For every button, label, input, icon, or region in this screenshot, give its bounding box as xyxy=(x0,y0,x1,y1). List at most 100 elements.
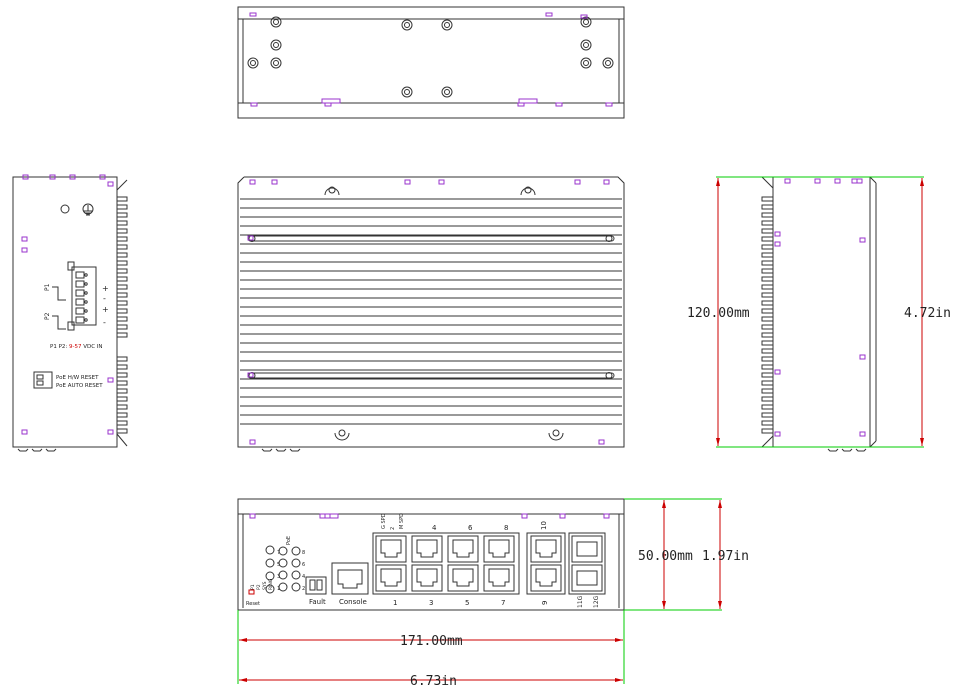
poe-header: PoE xyxy=(286,536,292,545)
cooling-fin xyxy=(116,236,128,242)
rj45-port xyxy=(483,535,515,563)
port-number: 2 xyxy=(390,527,396,530)
cooling-fin xyxy=(761,324,774,330)
cooling-fin xyxy=(116,388,128,394)
terminal-plus-1: + xyxy=(102,284,109,293)
cooling-fin xyxy=(116,412,128,418)
cooling-fin xyxy=(761,220,774,226)
led-number: 4 xyxy=(302,574,305,580)
cooling-fin xyxy=(761,300,774,306)
screw-hole xyxy=(270,57,282,69)
cooling-fin xyxy=(116,196,128,202)
cooling-fin xyxy=(116,404,128,410)
cooling-fin xyxy=(761,244,774,250)
mount-mark xyxy=(545,12,553,17)
mount-mark xyxy=(69,174,76,180)
width-in-label: 6.73in xyxy=(410,674,457,689)
screw-hole xyxy=(580,39,592,51)
mount-mark xyxy=(814,178,821,184)
width-mm-label: 171.00mm xyxy=(400,634,463,649)
rj45-port-jack xyxy=(416,539,438,558)
m-spd-label: M SPD xyxy=(399,513,405,529)
screw-hole xyxy=(401,86,413,98)
terminal-dot xyxy=(84,318,88,322)
terminal-dot xyxy=(84,273,88,277)
screw-hole-inner xyxy=(273,19,279,25)
screw-hole xyxy=(270,39,282,51)
cooling-fin xyxy=(761,380,774,386)
screw-hole-inner xyxy=(404,22,410,28)
rj45-port xyxy=(375,535,407,563)
mount-mark xyxy=(521,513,528,519)
led-label: SYS xyxy=(262,581,268,590)
port-number: 7 xyxy=(501,599,505,607)
cooling-fin xyxy=(761,404,774,410)
rj45-port-jack xyxy=(380,568,402,587)
led-number: 6 xyxy=(302,562,305,568)
led-number: 5 xyxy=(277,562,280,568)
mount-mark xyxy=(603,513,610,519)
cooling-fin xyxy=(761,316,774,322)
led-label: RING xyxy=(268,578,274,590)
cooling-fin xyxy=(116,316,128,322)
port-number: 4 xyxy=(432,524,437,532)
console-label: Console xyxy=(339,598,367,606)
cooling-fin xyxy=(761,412,774,418)
front-panel-view xyxy=(237,498,625,611)
terminal-pin xyxy=(75,307,85,315)
screw-hole-inner xyxy=(444,22,450,28)
mount-mark xyxy=(774,369,781,375)
status-led xyxy=(265,584,275,594)
cooling-fin xyxy=(761,252,774,258)
rj45-port-jack xyxy=(416,568,438,587)
mount-mark xyxy=(249,513,256,519)
uplink-port xyxy=(530,564,562,592)
mount-mark xyxy=(784,178,791,184)
cooling-fin xyxy=(116,420,128,426)
mount-mark xyxy=(324,513,331,519)
cooling-fin xyxy=(116,364,128,370)
mount-mark xyxy=(834,178,841,184)
mount-mark xyxy=(247,372,254,378)
poe-led xyxy=(278,546,288,556)
terminal-plus-2: + xyxy=(102,305,109,314)
mount-mark xyxy=(21,236,28,242)
cooling-fin xyxy=(116,228,128,234)
mount-mark xyxy=(851,178,858,184)
rj45-port xyxy=(411,564,443,592)
rj45-port-jack xyxy=(488,539,510,558)
p2-label: P2 xyxy=(44,312,51,320)
mount-mark xyxy=(107,377,114,383)
cooling-fin xyxy=(761,212,774,218)
mount-mark xyxy=(250,102,258,107)
mount-mark xyxy=(107,429,114,435)
terminal-pin xyxy=(75,316,85,324)
mount-mark xyxy=(22,174,29,180)
cooling-fin xyxy=(761,388,774,394)
cooling-fin xyxy=(116,372,128,378)
cooling-fin xyxy=(116,308,128,314)
terminal-minus-1: - xyxy=(103,294,106,303)
rj45-port-jack xyxy=(488,568,510,587)
cooling-fin xyxy=(116,260,128,266)
mount-mark xyxy=(271,179,278,185)
mount-mark xyxy=(21,429,28,435)
port-number: 6 xyxy=(468,524,473,532)
mount-mark xyxy=(774,241,781,247)
rj45-port xyxy=(447,535,479,563)
height-dimension xyxy=(716,176,924,448)
cooling-fin xyxy=(116,212,128,218)
terminal-dot xyxy=(84,300,88,304)
mount-mark xyxy=(49,174,56,180)
cooling-fin xyxy=(761,364,774,370)
poe-led xyxy=(278,570,288,580)
cooling-fin xyxy=(761,292,774,298)
mount-mark xyxy=(605,102,613,107)
depth-in-label: 1.97in xyxy=(702,549,749,564)
led-label: P2 xyxy=(256,584,262,590)
screw-hole xyxy=(270,16,282,28)
led-number: 3 xyxy=(277,574,280,580)
terminal-dot xyxy=(84,291,88,295)
left-side-view xyxy=(12,174,128,452)
cooling-fin xyxy=(761,428,774,434)
